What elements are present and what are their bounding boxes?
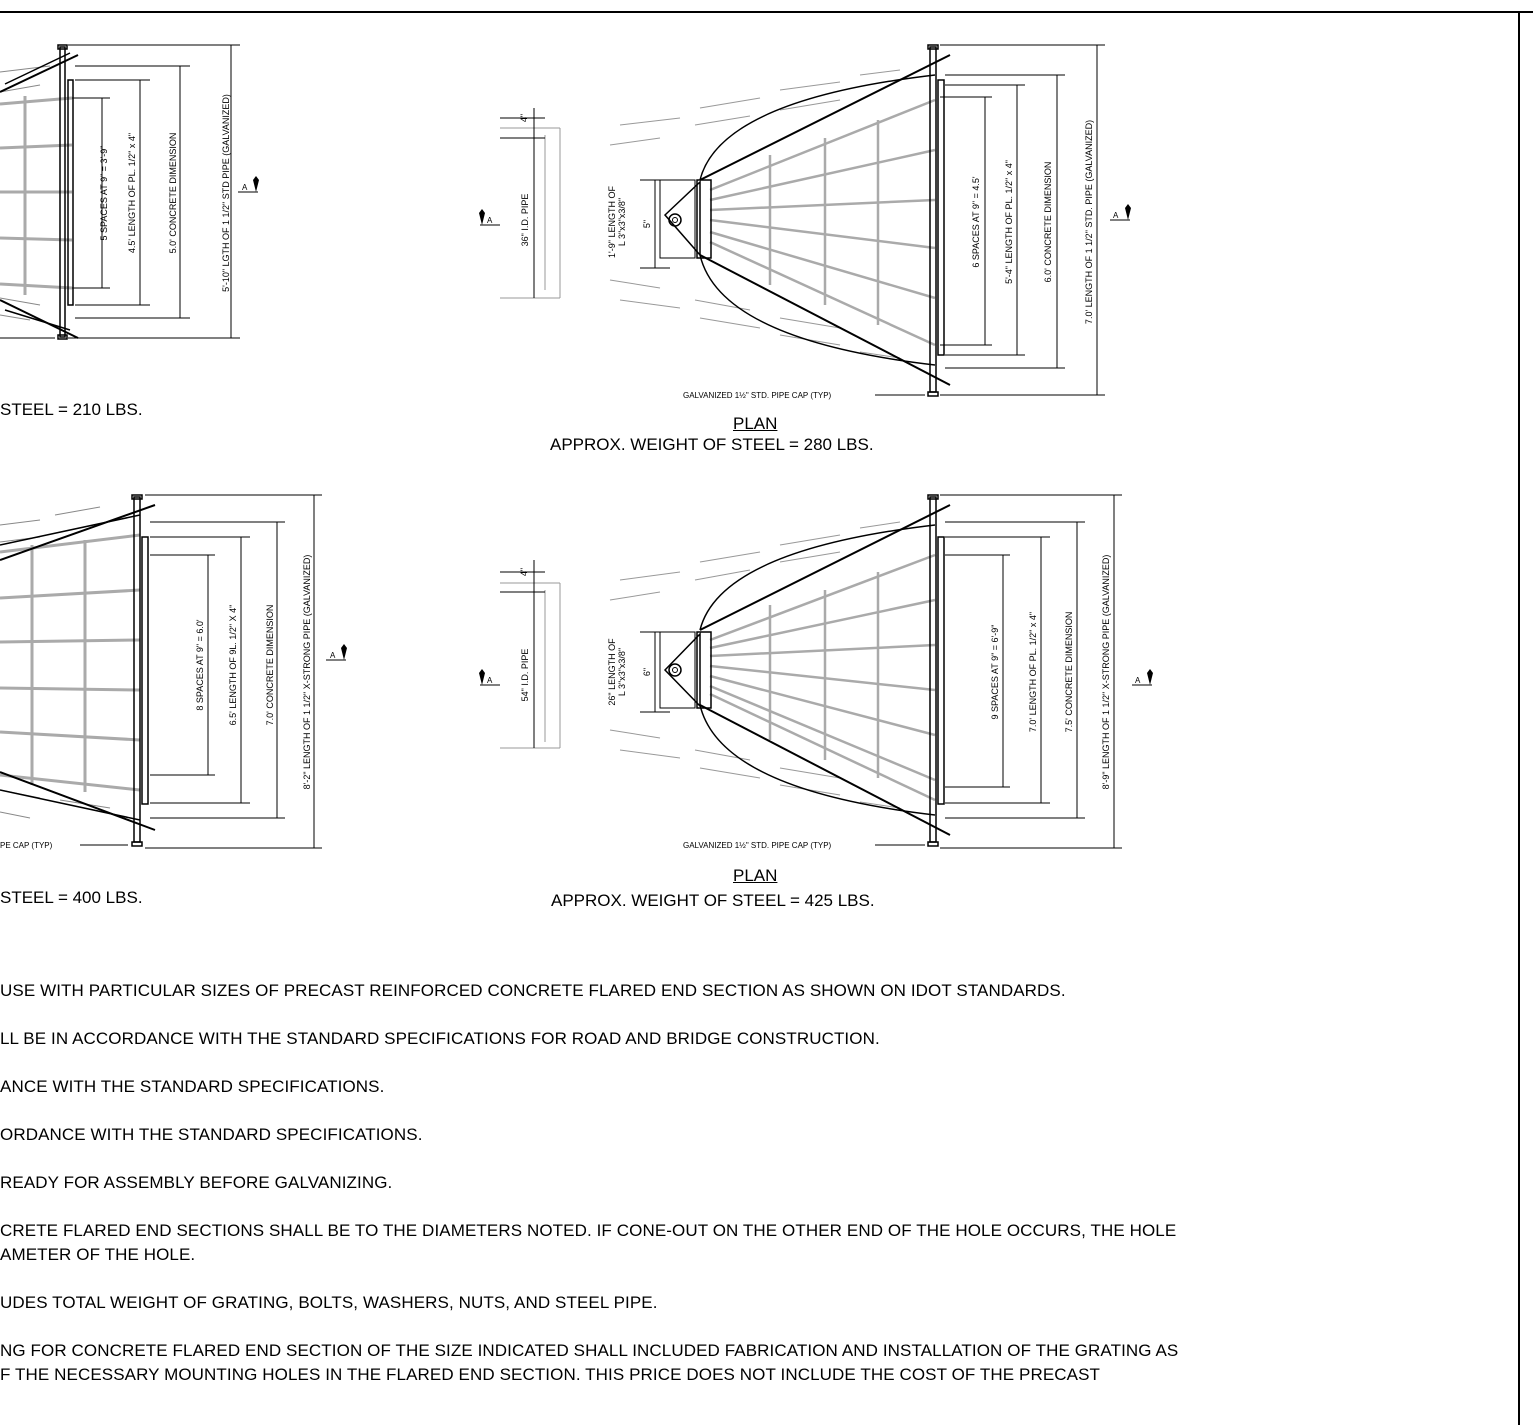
note-line: LL BE IN ACCORDANCE WITH THE STANDARD SP… xyxy=(0,1029,880,1048)
tl-spaces-label: 5 SPACES AT 9" = 3'-9" xyxy=(99,146,109,241)
tl-weight-caption: STEEL = 210 LBS. xyxy=(0,400,143,419)
bl-pipe-label: 8'-2" LENGTH OF 1 1/2" X-STRONG PIPE (GA… xyxy=(302,555,312,790)
tr-plan-label: PLAN xyxy=(733,414,778,433)
bl-concrete-label: 7.0' CONCRETE DIMENSION xyxy=(265,605,275,726)
tr-hole-label: 5" xyxy=(642,220,652,228)
bl-spaces-label: 8 SPACES AT 9" = 6.0' xyxy=(195,619,205,710)
tr-top-gap-label: 4" xyxy=(519,114,529,122)
tl-pipe-label: 5'-10" LGTH OF 1 1/2" STD PIPE (GALVANIZ… xyxy=(221,94,231,292)
note-line: CRETE FLARED END SECTIONS SHALL BE TO TH… xyxy=(0,1221,1177,1240)
grating-plan-top-left xyxy=(0,44,259,340)
tr-section-mark-right: A xyxy=(1113,211,1119,220)
grating-plan-bottom-left xyxy=(0,494,347,849)
tr-section-mark-left: A xyxy=(487,216,493,225)
br-weight-caption: APPROX. WEIGHT OF STEEL = 425 LBS. xyxy=(551,891,875,910)
tr-plate-label: 5'-4" LENGTH OF PL. 1/2" x 4" xyxy=(1004,160,1014,284)
br-concrete-label: 7.5' CONCRETE DIMENSION xyxy=(1064,612,1074,733)
br-pipe-label: 8'-9" LENGTH OF 1 1/2" X-STRONG PIPE (GA… xyxy=(1101,555,1111,790)
tl-concrete-label: 5.0' CONCRETE DIMENSION xyxy=(168,133,178,254)
grating-plan-top-right xyxy=(479,44,1131,397)
tr-angle2-label: L 3"x3"x3/8" xyxy=(617,198,627,246)
tl-plate-label: 4.5' LENGTH OF PL. 1/2" x 4" xyxy=(127,133,137,253)
note-line: READY FOR ASSEMBLY BEFORE GALVANIZING. xyxy=(0,1173,393,1192)
br-top-gap-label: 4" xyxy=(519,568,529,576)
note-line: AMETER OF THE HOLE. xyxy=(0,1245,196,1264)
br-pipe-cap-label: GALVANIZED 1½" STD. PIPE CAP (TYP) xyxy=(683,841,832,850)
bl-section-mark: A xyxy=(330,651,336,660)
br-spaces-label: 9 SPACES AT 9" = 6'-9" xyxy=(990,625,1000,720)
tr-spaces-label: 6 SPACES AT 9" = 4.5' xyxy=(971,176,981,267)
tr-pipe-cap-label: GALVANIZED 1½" STD. PIPE CAP (TYP) xyxy=(683,391,832,400)
note-line: NG FOR CONCRETE FLARED END SECTION OF TH… xyxy=(0,1341,1179,1360)
br-plan-label: PLAN xyxy=(733,866,778,885)
tr-pipe-label: 7.0' LENGTH OF 1 1/2" STD. PIPE (GALVANI… xyxy=(1084,120,1094,324)
note-line: UDES TOTAL WEIGHT OF GRATING, BOLTS, WAS… xyxy=(0,1293,658,1312)
br-angle-label: 26" LENGTH OF xyxy=(607,638,617,706)
br-section-mark-left: A xyxy=(487,676,493,685)
br-section-mark-right: A xyxy=(1135,676,1141,685)
tr-angle-label: 1'-9" LENGTH OF xyxy=(607,186,617,258)
br-angle2-label: L 3"x3"x3/8" xyxy=(617,648,627,696)
br-plate-label: 7.0' LENGTH OF PL. 1/2" x 4" xyxy=(1028,612,1038,732)
br-id-pipe-label: 54" I.D. PIPE xyxy=(520,649,530,702)
tr-weight-caption: APPROX. WEIGHT OF STEEL = 280 LBS. xyxy=(550,435,874,454)
note-line: ORDANCE WITH THE STANDARD SPECIFICATIONS… xyxy=(0,1125,423,1144)
note-line: ANCE WITH THE STANDARD SPECIFICATIONS. xyxy=(0,1077,385,1096)
tr-concrete-label: 6.0' CONCRETE DIMENSION xyxy=(1043,162,1053,283)
sheet-border xyxy=(0,11,1533,1425)
dimension-labels: 5 SPACES AT 9" = 3'-9" 4.5' LENGTH OF PL… xyxy=(0,94,1141,850)
bl-pipe-cap-label: PE CAP (TYP) xyxy=(0,841,53,850)
tr-id-pipe-label: 36" I.D. PIPE xyxy=(520,194,530,247)
bl-weight-caption: STEEL = 400 LBS. xyxy=(0,888,143,907)
br-hole-label: 6" xyxy=(642,668,652,676)
tl-section-mark: A xyxy=(242,183,248,192)
note-line: F THE NECESSARY MOUNTING HOLES IN THE FL… xyxy=(0,1365,1101,1384)
grating-plan-bottom-right xyxy=(479,494,1153,849)
note-line: USE WITH PARTICULAR SIZES OF PRECAST REI… xyxy=(0,981,1066,1000)
bl-plate-label: 6.5' LENGTH OF 9L. 1/2" X 4" xyxy=(228,605,238,726)
